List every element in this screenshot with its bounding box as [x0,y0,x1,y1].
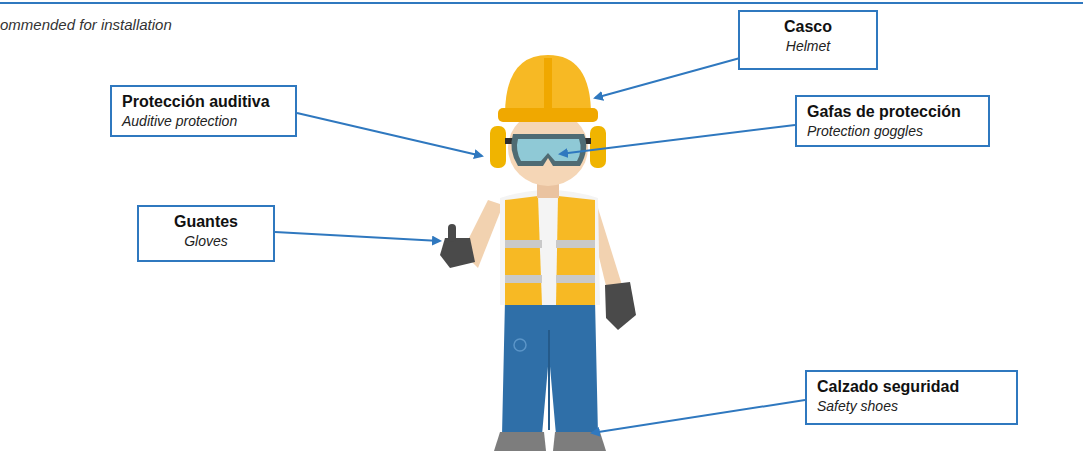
section-caption: ommended for installation [0,16,172,33]
callout-translation: Safety shoes [817,397,1006,415]
callout-translation: Gloves [149,232,263,250]
leader-arrow [560,125,795,154]
callout-title: Guantes [149,212,263,232]
callout-title: Gafas de protección [807,102,978,122]
earmuff [590,126,606,168]
callout-title: Calzado seguridad [817,377,1006,397]
glove [440,238,475,268]
safety-shoe [553,432,606,451]
callout-translation: Auditive protection [122,112,285,130]
callout-title: Casco [750,17,866,37]
leader-arrow [275,232,440,241]
callout-box: Protección auditivaAuditive protection [110,85,297,137]
helmet-brim [498,108,598,122]
callout-title: Protección auditiva [122,92,285,112]
leader-arrow [592,400,805,433]
jeans-mark [514,339,526,351]
callout-box: CascoHelmet [738,10,878,70]
earmuff [490,126,506,168]
vest [556,196,595,305]
callout-translation: Protection goggles [807,122,978,140]
callout-box: GuantesGloves [137,205,275,262]
vest [505,196,542,305]
reflective-stripe [505,240,542,248]
callout-box: Gafas de protecciónProtection goggles [795,95,990,147]
reflective-stripe [505,275,542,283]
reflective-stripe [556,240,595,248]
leader-arrow [297,113,482,156]
callout-translation: Helmet [750,37,866,55]
leader-arrow [595,58,740,98]
goggles-lens [517,139,581,161]
helmet [505,55,591,115]
goggles-frame [511,134,586,166]
callout-box: Calzado seguridadSafety shoes [805,370,1018,425]
jeans [502,300,598,435]
glove-thumb [448,224,456,242]
glove [605,282,636,330]
jeans-seam [548,330,550,430]
safety-shoe [494,432,546,451]
helmet-ridge [544,58,552,108]
header-rule [0,2,1083,4]
reflective-stripe [556,275,595,283]
shirt [500,190,600,305]
